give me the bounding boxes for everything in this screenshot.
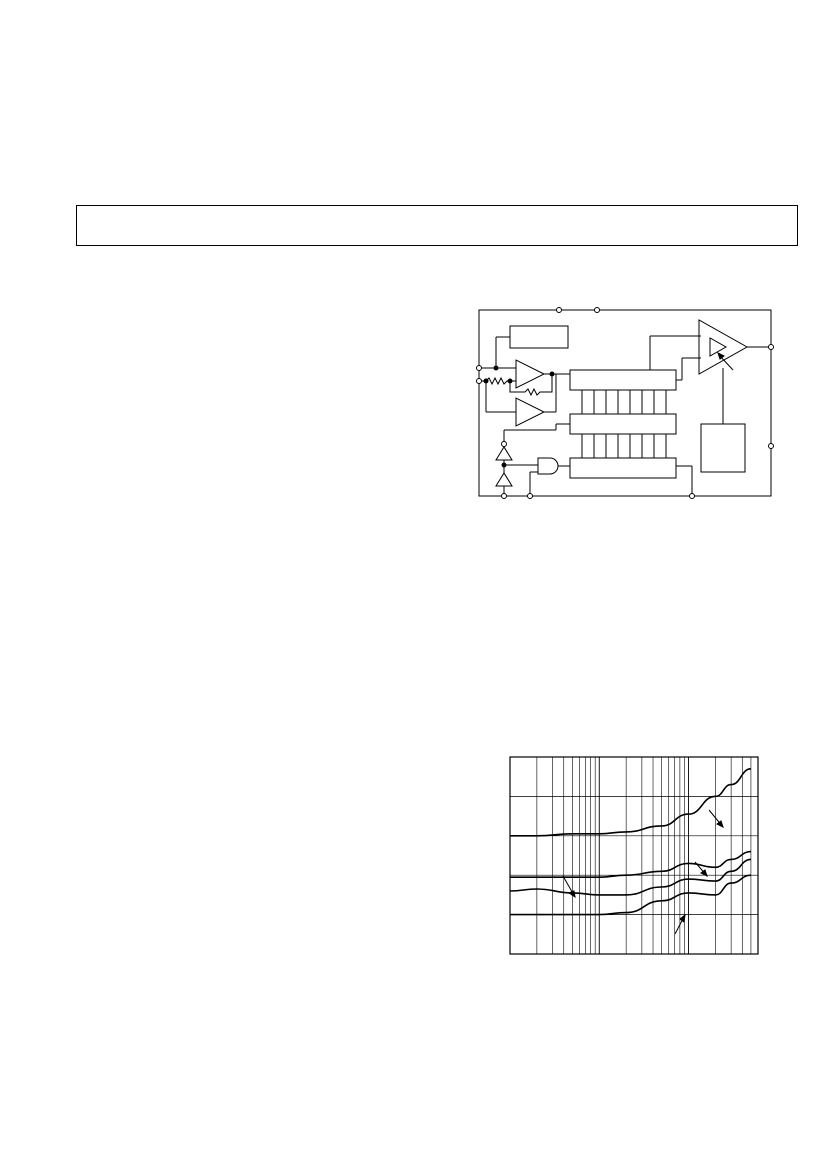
chart-annotations [562,809,724,935]
series-line-2 [509,850,751,878]
pin-top-2 [594,307,600,313]
register-2 [569,413,677,435]
output-amplifier [698,319,749,375]
chart-grid [509,756,759,955]
diagram-border [478,309,772,497]
pin-right-1 [768,344,774,350]
inner-amplifier [709,337,728,357]
chart-frame [509,756,759,955]
series-line-4 [510,874,751,916]
performance-chart [509,756,759,955]
pin-bottom-3 [689,493,695,499]
functional-block-diagram [476,307,774,499]
register-3 [569,457,677,479]
header-banner [76,205,798,246]
series-line-1 [510,768,752,837]
pin-left-2 [476,378,482,384]
pin-right-2 [768,443,774,449]
and-gate [537,457,559,475]
pin-left-1 [476,365,482,371]
chart-series [509,768,752,916]
control-block [700,423,746,473]
reference-block [509,325,569,349]
pin-bottom-2 [527,493,533,499]
buffer-1 [495,446,513,461]
opamp-1 [515,359,546,389]
opamp-2 [515,397,546,427]
feedback-resistor [509,374,553,397]
input-resistor [485,376,516,386]
series-line-3 [509,858,751,896]
buffer-2 [495,472,513,487]
register-1 [569,369,677,391]
pin-bottom-1 [501,493,507,499]
pin-top-1 [556,307,562,313]
